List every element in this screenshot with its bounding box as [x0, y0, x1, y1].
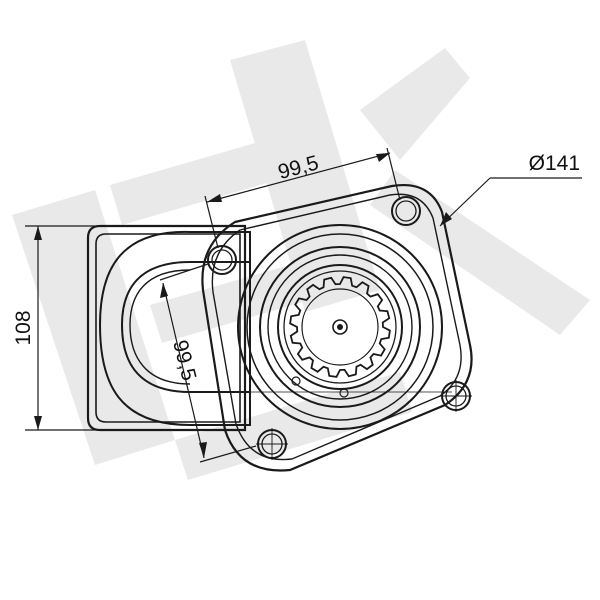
bolt-spacing-vertical-label: 99,5: [168, 338, 200, 383]
diameter-dimension: [439, 177, 582, 227]
height-label: 108: [12, 310, 35, 345]
bolt-spacing-horizontal-dimension: [204, 147, 401, 249]
mounting-bracket: [86, 224, 251, 432]
bolt-hole-top-left: [207, 245, 237, 275]
flange-plate: [201, 184, 473, 472]
bolt-hole-top-right: [391, 196, 421, 226]
bolt-spacing-vertical-dimension: [159, 263, 257, 463]
bolt-hole-bottom-left: [256, 428, 288, 460]
central-hub: [237, 224, 443, 430]
splined-shaft: [289, 276, 391, 378]
watermark-logo: [12, 40, 590, 480]
diameter-label: Ø141: [529, 152, 580, 175]
bolt-hole-bottom-right: [440, 380, 472, 412]
